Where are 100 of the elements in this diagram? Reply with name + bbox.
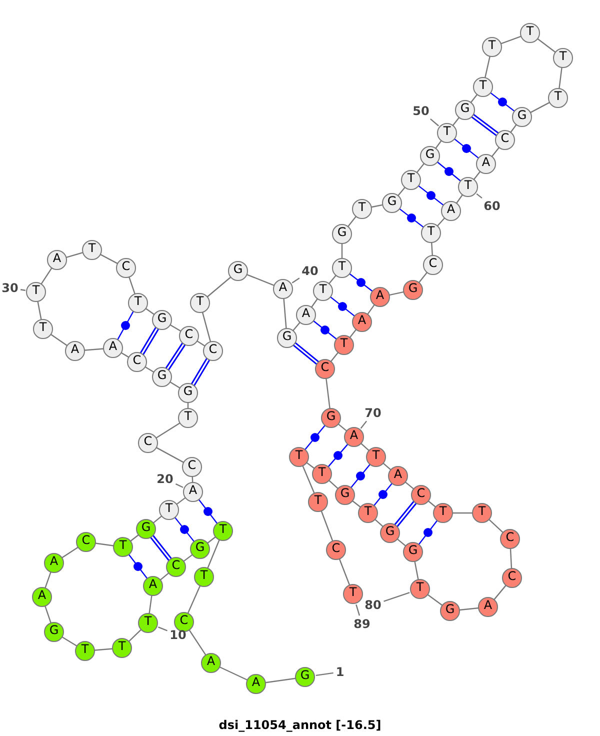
- leader-line: [175, 483, 184, 488]
- nucleotide-circle: T: [410, 579, 430, 599]
- nucleotide-circle: C: [500, 529, 520, 549]
- base-pair-line: [117, 311, 134, 340]
- position-number: 70: [364, 406, 382, 420]
- backbone-line: [456, 194, 463, 204]
- nucleotide-circle: A: [47, 250, 67, 270]
- position-number: 60: [484, 199, 500, 213]
- leader-line: [292, 278, 300, 284]
- backbone-line: [352, 500, 361, 508]
- nucleotide-circle: A: [478, 597, 498, 617]
- leader-line: [356, 604, 360, 616]
- base-pair-line: [490, 92, 515, 112]
- base-pair-line: [454, 138, 479, 159]
- nucleotide-circle: G: [512, 107, 532, 127]
- backbone-line: [156, 447, 184, 463]
- backbone-line: [207, 540, 220, 568]
- nucleotide-circle: G: [321, 408, 341, 428]
- backbone-line: [382, 462, 392, 470]
- backbone-line: [40, 268, 52, 284]
- nucleotide-circle: G: [403, 280, 423, 300]
- nucleotide-circle: T: [26, 282, 46, 302]
- backbone-line: [128, 629, 142, 642]
- backbone-line: [389, 291, 404, 296]
- nucleotide-circle: T: [113, 537, 133, 557]
- base-pair-line: [174, 517, 195, 542]
- backbone-line: [206, 276, 232, 298]
- backbone-line: [128, 276, 136, 294]
- nucleotide-circle: T: [472, 503, 492, 523]
- position-number: 50: [412, 104, 430, 118]
- backbone-line: [306, 462, 315, 469]
- backbone-line: [328, 274, 336, 284]
- backbone-line: [341, 244, 343, 258]
- backbone-line: [188, 630, 206, 656]
- base-pair-line: [165, 342, 186, 370]
- leader-line: [384, 592, 410, 602]
- backbone-line: [530, 102, 550, 114]
- base-pair-line: [198, 499, 218, 524]
- backbone-line: [398, 186, 406, 196]
- backbone-line: [367, 304, 375, 315]
- base-pair-line: [350, 464, 370, 488]
- backbone-line: [44, 606, 52, 624]
- backbone-line: [202, 312, 212, 342]
- backbone-line: [360, 442, 370, 452]
- leader-line: [476, 193, 482, 199]
- nucleotide-circle: G: [44, 622, 64, 642]
- nucleotide-circle: G: [190, 539, 210, 559]
- backbone-line: [37, 301, 42, 320]
- nucleotide-circle: C: [315, 359, 335, 379]
- nucleotide-circle: G: [178, 383, 198, 403]
- nucleotide-circle: T: [112, 638, 132, 658]
- nucleotide-circle: C: [76, 532, 96, 552]
- backbone-line: [537, 38, 556, 53]
- nucleotide-circle: C: [182, 457, 202, 477]
- backbone-line: [414, 561, 419, 580]
- base-pair-line: [190, 358, 210, 386]
- nucleotide-circle: G: [228, 261, 248, 281]
- backbone-line: [148, 595, 152, 614]
- base-pair-line: [471, 114, 499, 136]
- leader-line: [20, 289, 26, 291]
- backbone-line: [491, 147, 500, 157]
- nucleotide-circle: A: [44, 553, 64, 573]
- base-pair-line: [394, 500, 417, 528]
- base-pair-line: [374, 483, 392, 506]
- nucleotide-circle: T: [482, 37, 502, 57]
- nucleotide-circle: C: [502, 568, 522, 588]
- diagram-title: dsi_11054_annot [-16.5]: [218, 718, 382, 732]
- nucleotide-circle: C: [411, 485, 431, 505]
- nucleotide-circle: T: [190, 293, 210, 313]
- nucleotide-circle: A: [296, 305, 316, 325]
- nucleotide-circle: A: [143, 576, 163, 596]
- position-number: 80: [364, 598, 382, 612]
- nucleotide-circle: C: [423, 255, 443, 275]
- nucleotide-circle: T: [289, 447, 309, 467]
- nucleotide-circle: T: [128, 293, 148, 313]
- backbone-line: [207, 536, 216, 544]
- nucleotide-circle: G: [420, 146, 440, 166]
- backbone-line: [187, 585, 201, 614]
- backbone-line: [427, 594, 443, 606]
- base-pair-line: [436, 162, 462, 182]
- backbone-line: [196, 340, 206, 346]
- backbone-line: [311, 298, 318, 308]
- nucleotide-circle: G: [152, 367, 172, 387]
- backbone-line: [94, 648, 113, 651]
- backbone-line: [100, 254, 118, 264]
- nucleotide-circle: A: [65, 341, 85, 361]
- nucleotide-circle: T: [520, 23, 540, 43]
- nucleotide-circle: T: [473, 77, 493, 97]
- nucleotide-circle: T: [343, 584, 363, 604]
- base-pair-line: [399, 208, 424, 228]
- backbone-line: [558, 67, 562, 89]
- backbone-line: [170, 324, 182, 332]
- backbone-line: [330, 352, 339, 362]
- base-pair-line: [349, 273, 373, 292]
- nucleotide-circle: A: [32, 587, 52, 607]
- nucleotide-circle: T: [75, 641, 95, 661]
- nucleotide-circle: A: [246, 674, 266, 694]
- backbone-line: [431, 242, 433, 256]
- backbone-line: [62, 636, 78, 647]
- backbone-line: [265, 678, 296, 684]
